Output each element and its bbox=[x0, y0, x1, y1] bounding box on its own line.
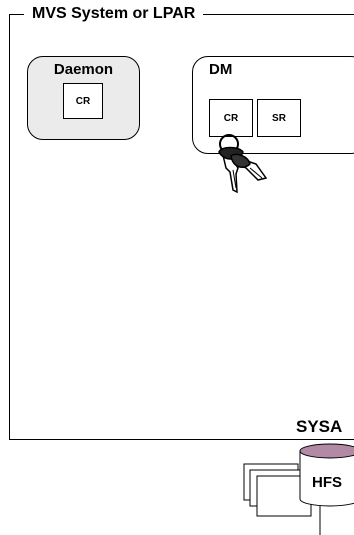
keys-icon bbox=[218, 134, 268, 194]
daemon-box: Daemon CR bbox=[27, 56, 140, 140]
dm-title: DM bbox=[209, 61, 233, 78]
system-label: SYSA bbox=[296, 417, 343, 436]
dm-sr-box: SR bbox=[257, 99, 301, 137]
hfs-storage-icon bbox=[243, 443, 354, 535]
dm-box: DM CR SR bbox=[192, 56, 354, 154]
daemon-cr-box: CR bbox=[63, 83, 103, 119]
daemon-title: Daemon bbox=[53, 61, 114, 78]
frame-title: MVS System or LPAR bbox=[24, 5, 204, 23]
hfs-label: HFS bbox=[312, 474, 342, 491]
dm-cr-box: CR bbox=[209, 99, 253, 137]
